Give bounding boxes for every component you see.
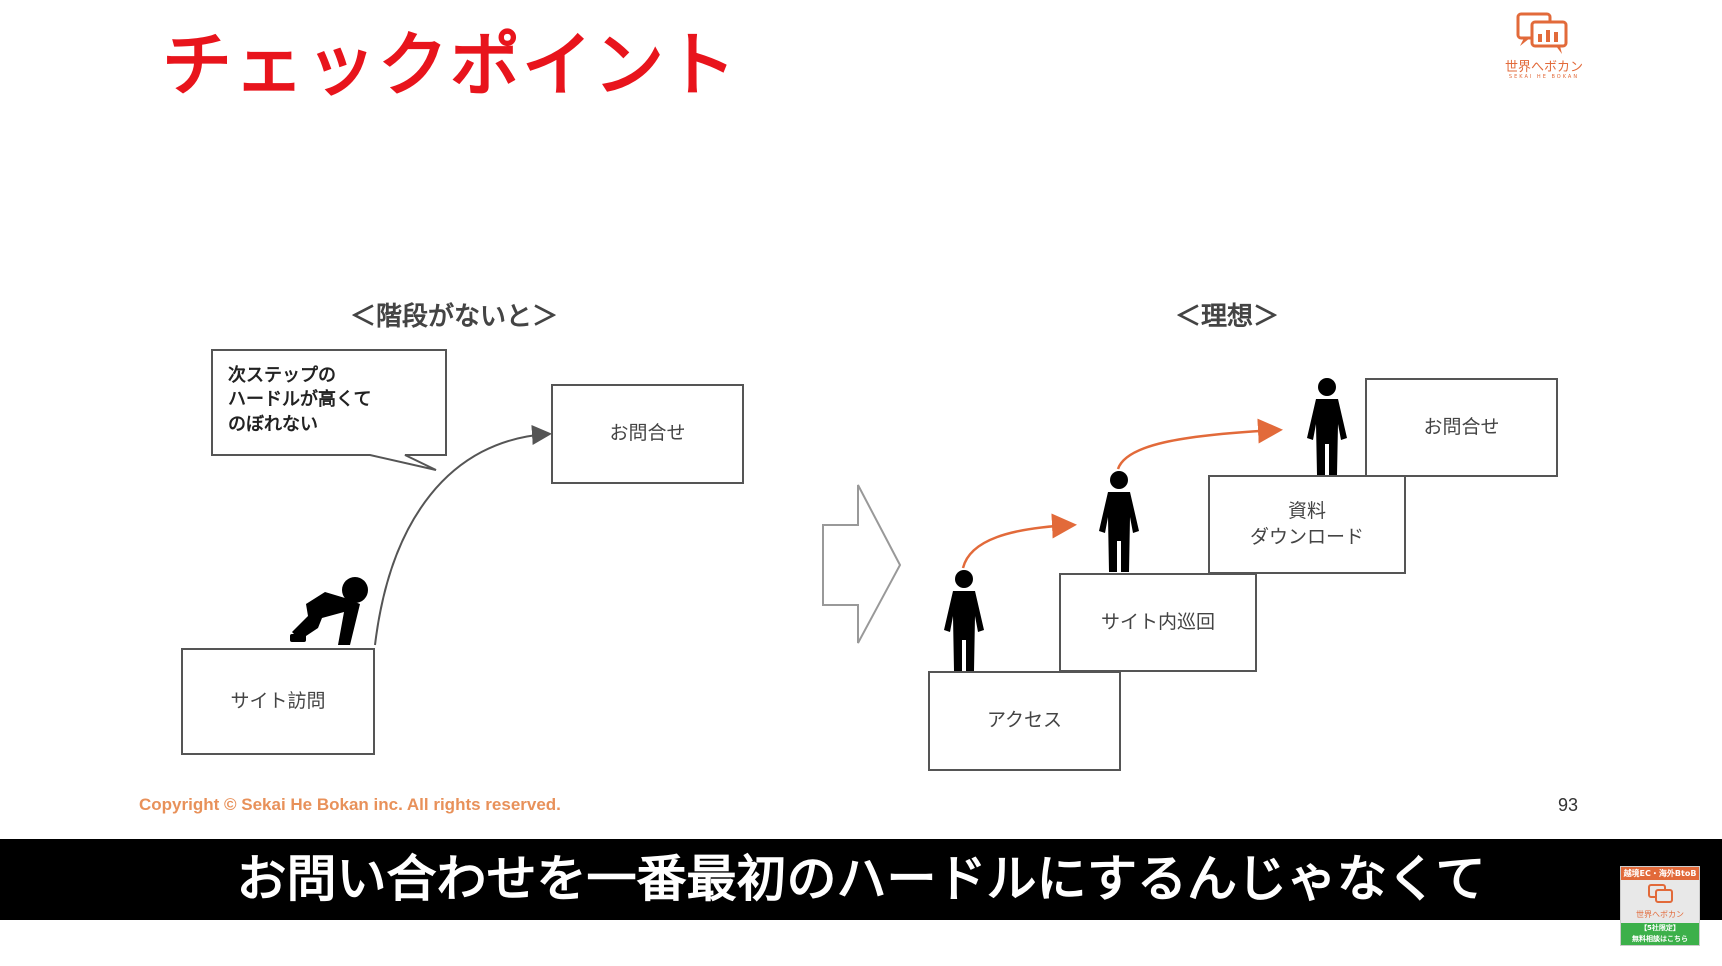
subtitle-bar <box>0 839 1722 920</box>
page-number: 93 <box>1558 795 1579 815</box>
speech-bubble-badge-icon <box>1648 884 1673 903</box>
badge-top-label: 越境EC・海外BtoB <box>1621 867 1699 880</box>
speech-bubble-logo-icon <box>1516 12 1568 54</box>
consultation-badge[interactable]: 越境EC・海外BtoB 世界へボカン 【5社限定】 無料相談はこちら <box>1620 866 1700 946</box>
person-icon-3 <box>1307 378 1347 475</box>
orange-arrow-2 <box>1116 418 1283 470</box>
subtitle-text: お問い合わせを一番最初のハードルにするんじゃなくて <box>236 850 1486 908</box>
crouching-person-icon <box>290 577 368 645</box>
step-access: アクセス <box>928 671 1121 771</box>
badge-company-name: 世界へボカン <box>1636 910 1684 919</box>
badge-cta-line1: 【5社限定】 <box>1640 924 1680 932</box>
transition-arrow <box>822 484 902 644</box>
badge-cta-line2: 無料相談はこちら <box>1632 935 1688 943</box>
badge-cta[interactable]: 【5社限定】 無料相談はこちら <box>1621 923 1699 945</box>
speech-bubble <box>211 349 447 471</box>
left-heading: ＜階段がないと＞ <box>350 302 559 332</box>
right-heading: ＜理想＞ <box>1175 302 1280 332</box>
orange-arrow-1 <box>961 513 1077 569</box>
company-logo: 世界へボカン SEKAI HE BOKAN <box>1496 8 1592 82</box>
step-site-browse: サイト内巡回 <box>1059 573 1257 672</box>
logo-name: 世界へボカン <box>1504 60 1583 75</box>
speech-bubble-text: 次ステップの ハードルが高くて のぼれない <box>228 365 372 435</box>
copyright-notice: Copyright © Sekai He Bokan inc. All righ… <box>139 795 561 814</box>
person-icon-1 <box>944 570 984 671</box>
slide-title: チェックポイント <box>162 24 738 106</box>
person-icon-2 <box>1099 471 1139 572</box>
step-inquiry-right: お問合せ <box>1365 378 1558 477</box>
logo-subtext: SEKAI HE BOKAN <box>1508 74 1580 80</box>
box-inquiry-left: お問合せ <box>551 384 744 484</box>
step-document-download: 資料 ダウンロード <box>1208 475 1406 574</box>
box-site-visit: サイト訪問 <box>181 648 375 755</box>
curved-arrow-gray <box>374 425 552 646</box>
